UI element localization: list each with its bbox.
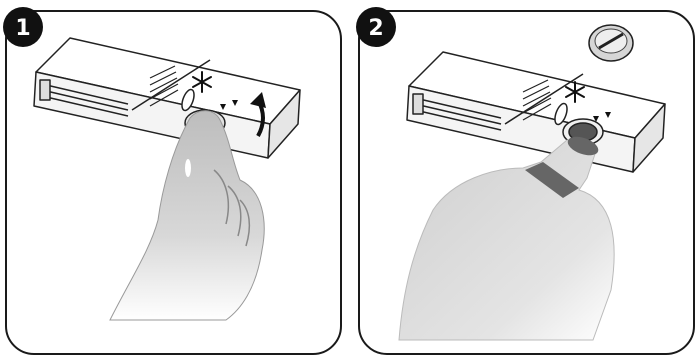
step-1-illustration: 1 xyxy=(0,0,347,360)
step-1-badge: 1 xyxy=(3,7,43,47)
step-2-number: 2 xyxy=(368,16,383,41)
step-2-illustration: 2 xyxy=(353,0,700,360)
step-2-badge: 2 xyxy=(356,7,396,47)
dispenser-cap xyxy=(589,25,633,61)
step-1-panel: 1 xyxy=(0,0,347,360)
step-2-panel: 2 xyxy=(353,0,700,360)
step-1-number: 1 xyxy=(15,16,30,41)
